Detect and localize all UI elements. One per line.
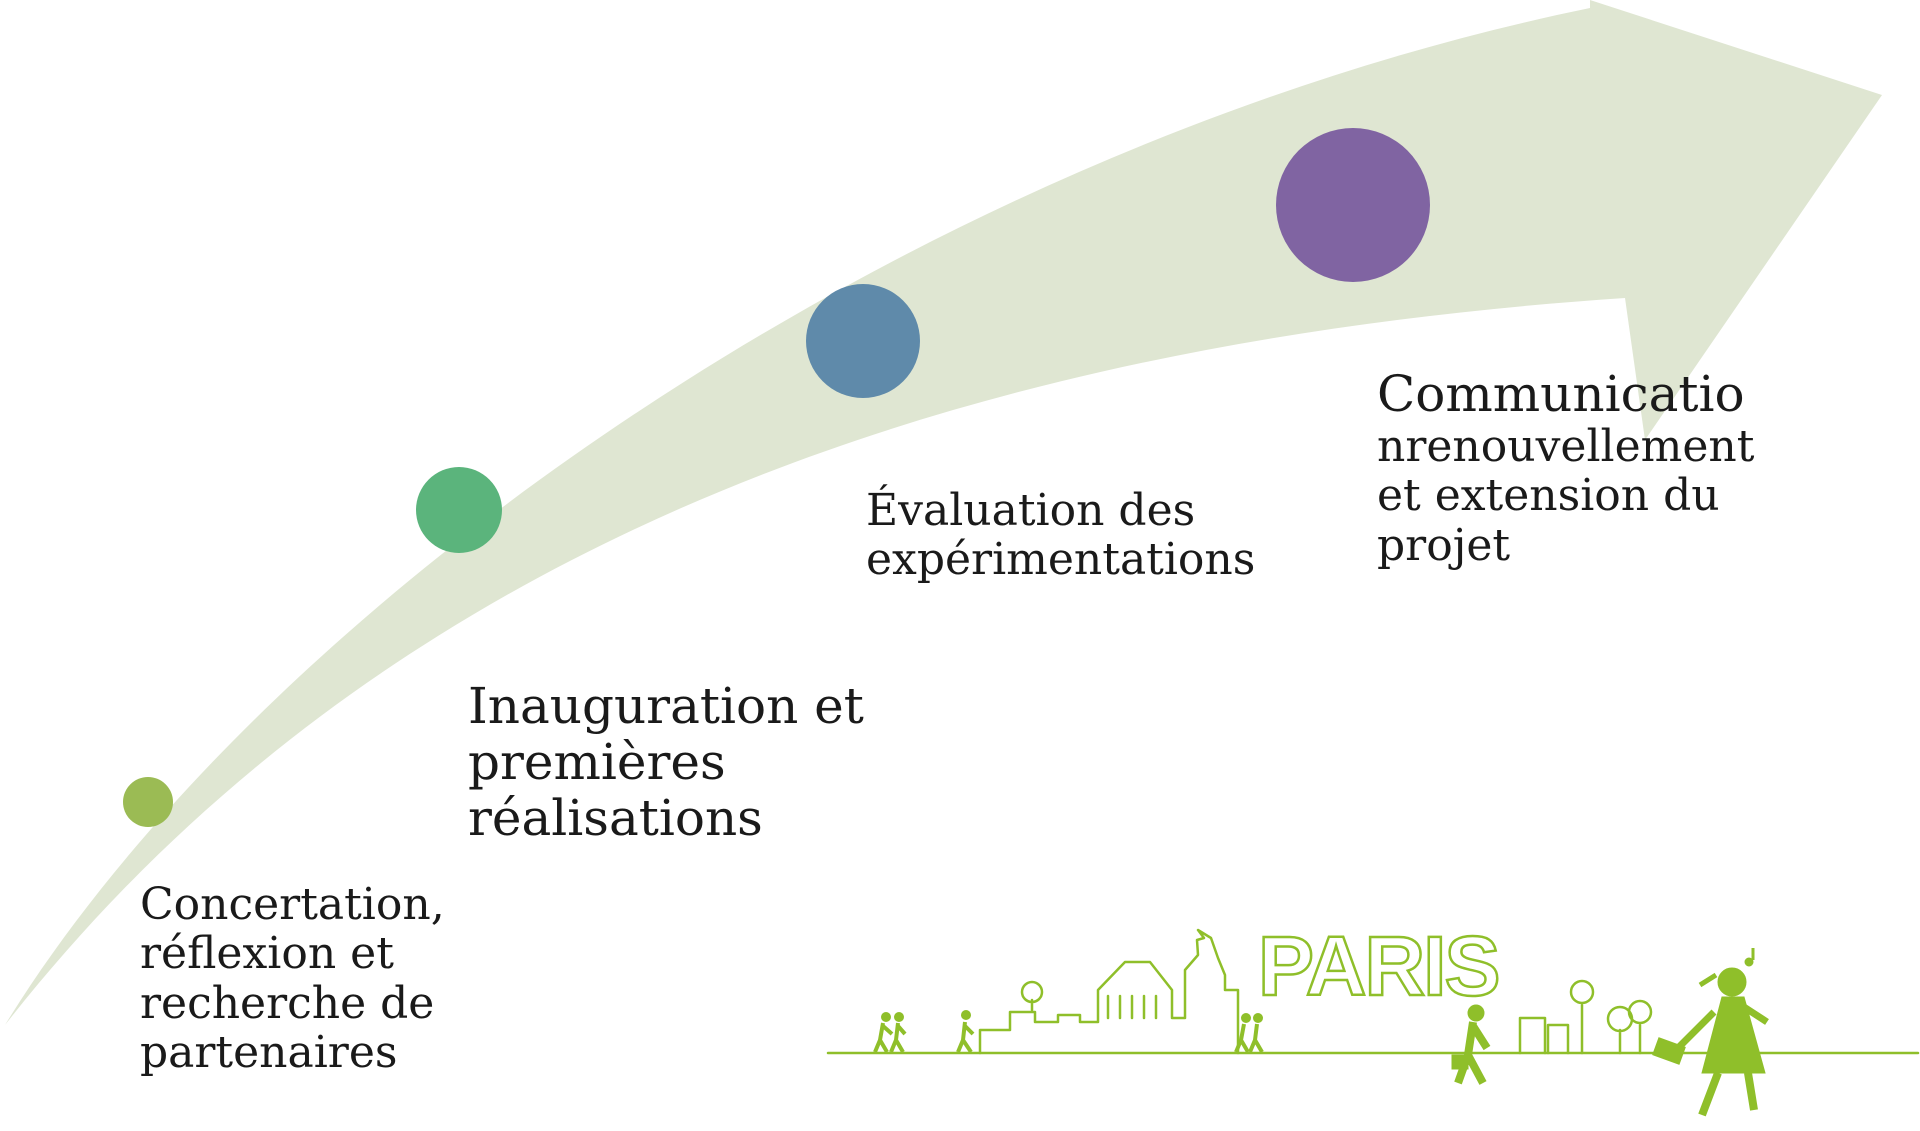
tree-2 <box>1569 979 1595 1055</box>
pedestrian-1 <box>956 1010 975 1054</box>
step-4-marker <box>1276 128 1430 282</box>
tree-1 <box>1020 980 1044 1012</box>
paris-wordmark: PARIS <box>1258 919 1498 1013</box>
pedestrian-with-briefcase <box>1451 1004 1491 1085</box>
step-3-label: Évaluation des expérimentations <box>866 485 1256 586</box>
step-1-marker <box>123 777 173 827</box>
step-2-marker <box>416 467 502 553</box>
pedestrian-pair-2 <box>1234 1013 1264 1054</box>
step-1-label: Concertation, réflexion et recherche de … <box>140 879 445 1078</box>
curved-arrow <box>5 0 1882 1025</box>
tree-4 <box>1627 999 1653 1055</box>
step-4-label: Communicatio nrenouvellement et extensio… <box>1377 365 1755 571</box>
girl-with-headphones <box>1652 948 1769 1117</box>
building-right <box>1518 1016 1570 1055</box>
city-outline <box>978 928 1240 1055</box>
pedestrian-pair-1 <box>873 1012 907 1054</box>
step-2-label: Inauguration et premières réalisations <box>468 677 864 847</box>
columns <box>1106 994 1158 1020</box>
walking-figures <box>873 948 1769 1117</box>
step-3-marker <box>806 284 920 398</box>
